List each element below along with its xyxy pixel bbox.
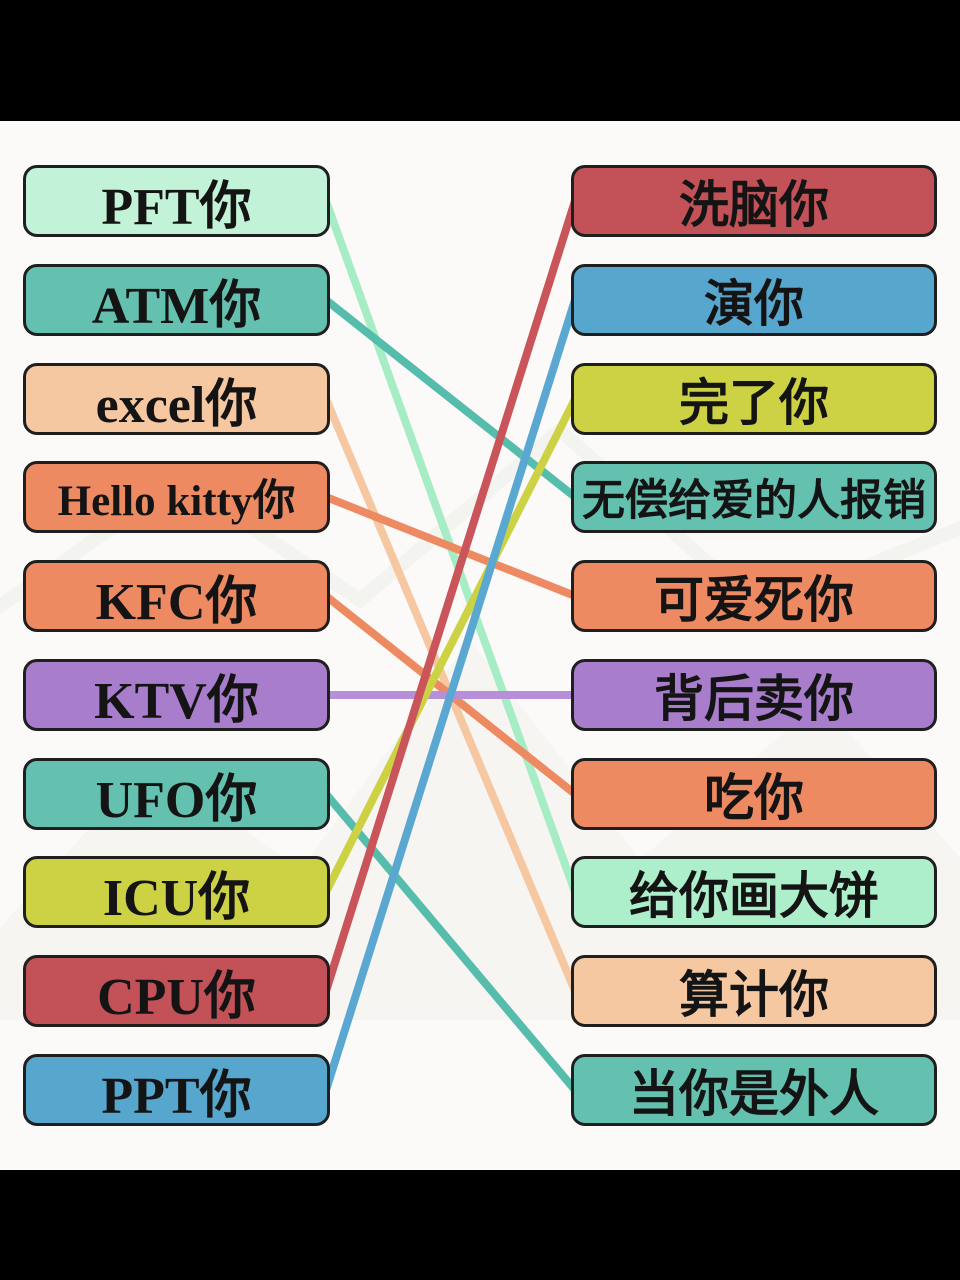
connection-line bbox=[322, 493, 579, 600]
right-item-yan[interactable]: 演你 bbox=[571, 264, 937, 336]
right-item-beihou[interactable]: 背后卖你 bbox=[571, 659, 937, 731]
connection-line bbox=[322, 790, 579, 1094]
bottom-letterbox-bar bbox=[0, 1170, 960, 1280]
right-item-xinao[interactable]: 洗脑你 bbox=[571, 165, 937, 237]
left-item-ktv[interactable]: KTV你 bbox=[23, 659, 330, 731]
connection-line bbox=[322, 592, 579, 798]
left-item-excel[interactable]: excel你 bbox=[23, 363, 330, 435]
top-letterbox-bar bbox=[0, 0, 960, 121]
left-item-pft[interactable]: PFT你 bbox=[23, 165, 330, 237]
right-item-chi[interactable]: 吃你 bbox=[571, 758, 937, 830]
connection-line bbox=[322, 395, 579, 896]
connection-line bbox=[322, 395, 579, 995]
connection-line bbox=[322, 197, 579, 896]
right-item-wairen[interactable]: 当你是外人 bbox=[571, 1054, 937, 1126]
right-item-wanle[interactable]: 完了你 bbox=[571, 363, 937, 435]
connection-line bbox=[322, 197, 579, 995]
connection-line bbox=[322, 296, 579, 1094]
left-item-icu[interactable]: ICU你 bbox=[23, 856, 330, 928]
right-item-suanji[interactable]: 算计你 bbox=[571, 955, 937, 1027]
left-item-ufo[interactable]: UFO你 bbox=[23, 758, 330, 830]
left-item-cpu[interactable]: CPU你 bbox=[23, 955, 330, 1027]
connection-line bbox=[322, 296, 579, 501]
right-item-keai[interactable]: 可爱死你 bbox=[571, 560, 937, 632]
left-item-kfc[interactable]: KFC你 bbox=[23, 560, 330, 632]
right-item-dabing[interactable]: 给你画大饼 bbox=[571, 856, 937, 928]
right-item-wuchang[interactable]: 无偿给爱的人报销 bbox=[571, 461, 937, 533]
left-item-atm[interactable]: ATM你 bbox=[23, 264, 330, 336]
left-item-ppt[interactable]: PPT你 bbox=[23, 1054, 330, 1126]
left-item-hello-kitty[interactable]: Hello kitty你 bbox=[23, 461, 330, 533]
